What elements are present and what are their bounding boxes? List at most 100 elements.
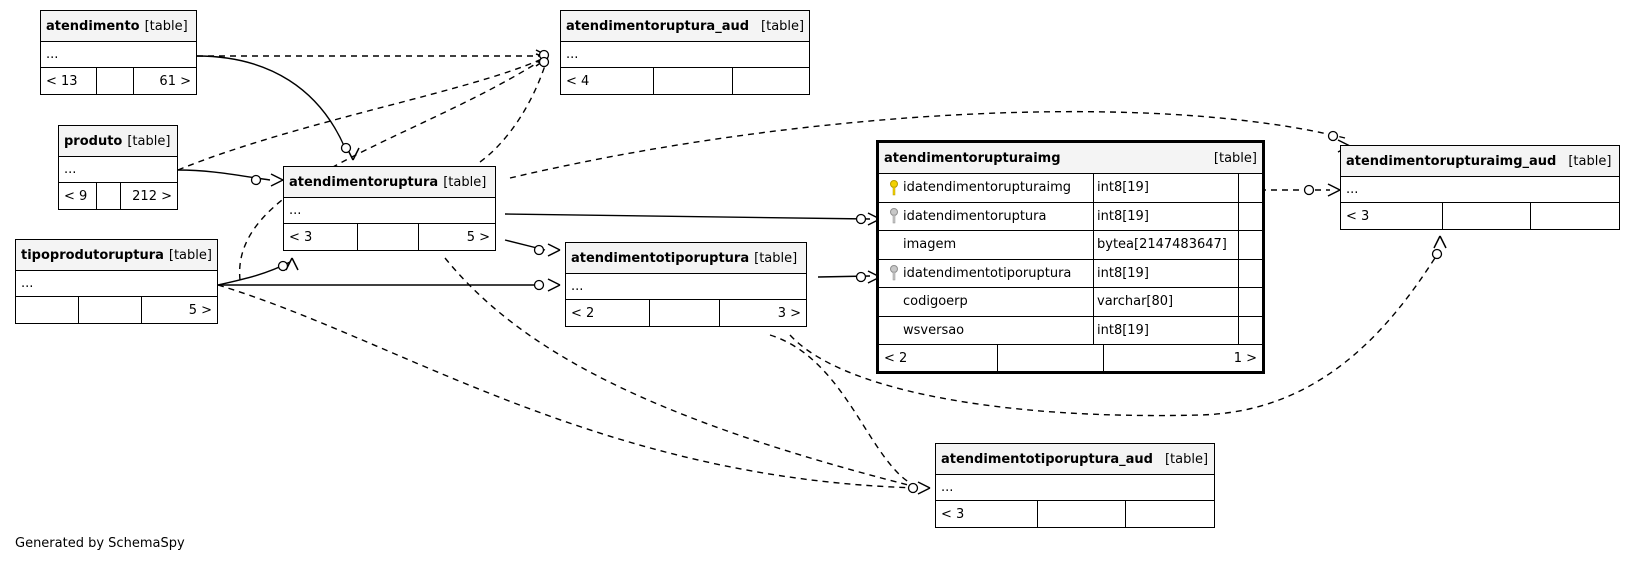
foot-cell: < 13 [41,68,97,94]
crowfoot-imgaud-bottom [1433,235,1447,249]
table-atendimento[interactable]: atendimento[table] ... < 13 61 > [40,10,197,95]
column-name: codigoerp [903,294,968,310]
column-type: varchar[80] [1094,288,1239,316]
foot-cell [79,297,142,323]
table-name: atendimentoruptura [289,174,439,190]
column-name: idatendimentorupturaimg [903,180,1071,196]
foreign-key-icon [885,265,903,281]
generated-by-credit: Generated by SchemaSpy [15,536,185,551]
table-tag: [table] [1568,153,1612,169]
table-tag: [table] [1164,451,1209,467]
table-name: atendimentorupturaimg [884,150,1061,166]
primary-key-icon [885,179,903,196]
column-name: wsversao [903,322,965,338]
foot-cell: 3 > [777,305,801,321]
optional-circle [340,142,352,154]
table-name: atendimentorupturaimg_aud [1346,153,1557,169]
column-name: idatendimentotiporuptura [903,265,1072,281]
foot-cell: < 4 [561,68,654,94]
edge-atendimento-atendimentoruptura [196,55,346,149]
foot-cell [998,345,1104,371]
foot-cell: 212 > [132,188,172,204]
table-name: tipoprodutoruptura [21,247,164,263]
table-body: ... [561,42,809,68]
column-type: int8[19] [1094,259,1239,287]
foot-cell: 5 > [466,229,490,245]
table-body: ... [1341,177,1619,203]
foot-cell [358,224,419,250]
column-name: idatendimentoruptura [903,208,1047,224]
table-tag: [table] [754,250,798,266]
foot-cell: 61 > [159,73,191,89]
table-tipoprodutoruptura[interactable]: tipoprodutoruptura[table] ... 5 > [15,239,218,324]
column-type: int8[19] [1094,202,1239,230]
foot-cell [650,300,720,326]
table-name: produto [64,133,123,149]
table-atendimentoruptura-aud[interactable]: atendimentoruptura_aud [table] ... < 4 [560,10,810,95]
optional-circle [855,213,867,225]
table-body: ... [59,157,177,183]
optional-circle [1303,184,1315,196]
edge-tiporuptura-imgaud [789,249,1441,417]
foreign-key-icon [885,208,903,224]
foot-cell: < 2 [566,300,650,326]
edge-atendimentoruptura-rupturaimg [504,213,871,220]
column-type: int8[19] [1094,316,1239,344]
optional-circle [907,482,919,494]
column-row[interactable]: idatendimentorupturaimg int8[19] [879,174,1262,203]
column-row[interactable]: imagem bytea[2147483647] [879,231,1262,260]
table-tag: [table] [144,18,188,34]
foot-cell: < 3 [284,224,358,250]
table-atendimentoruptura[interactable]: atendimentoruptura[table] ... < 3 5 > [283,166,496,251]
crowfoot-tipoaud [917,481,931,495]
crowfoot-ruptura-bottom [285,257,299,271]
foot-cell [1126,501,1214,527]
foot-cell [16,297,79,323]
column-name: imagem [903,237,957,253]
column-type: int8[19] [1094,174,1239,202]
table-name: atendimentotiporuptura [571,250,750,266]
foot-cell [1531,203,1619,229]
table-tag: [table] [761,18,805,34]
foot-cell [97,68,134,94]
table-name: atendimentoruptura_aud [566,18,750,34]
optional-circle [1431,248,1443,260]
column-row[interactable]: idatendimentotiporuptura int8[19] [879,259,1262,288]
table-tag: [table] [1213,150,1257,166]
optional-circle [277,260,289,272]
crowfoot-tiporuptura-left1 [547,243,561,257]
edge-tipoproduto-aud [239,55,549,281]
table-name: atendimento [46,18,140,34]
foot-cell [733,68,809,94]
optional-circle [533,279,545,291]
table-body: ... [936,475,1214,501]
optional-circle [250,174,262,186]
foot-cell [97,183,121,209]
table-body: ... [284,198,495,224]
crowfoot-imgaud-left [1327,183,1341,197]
table-body: ... [41,42,196,68]
foot-cell: < 3 [1341,203,1443,229]
crowfoot-tiporuptura-left2 [547,278,561,292]
column-type: bytea[2147483647] [1094,231,1239,259]
foot-cell [1443,203,1531,229]
table-atendimentotiporuptura-aud[interactable]: atendimentotiporuptura_aud[table] ... < … [935,443,1215,528]
optional-circle [533,244,545,256]
foot-cell: 5 > [188,302,212,318]
table-tag: [table] [443,174,487,190]
edge-tiporuptura-tipoaud [769,334,921,489]
column-row[interactable]: idatendimentoruptura int8[19] [879,202,1262,231]
column-row[interactable]: codigoerp varchar[80] [879,288,1262,317]
foot-cell [654,68,733,94]
optional-circle [1327,130,1339,142]
column-row[interactable]: wsversao int8[19] [879,316,1262,345]
table-body: ... [16,271,217,297]
edge-tipoproduto-tipoaud [217,284,921,489]
optional-circle [538,56,550,68]
foot-cell: < 9 [59,183,97,209]
table-atendimentorupturaimg-aud[interactable]: atendimentorupturaimg_aud [table] ... < 3 [1340,145,1620,230]
table-atendimentorupturaimg[interactable]: atendimentorupturaimg [table] idatendimen… [876,140,1265,374]
foot-cell: < 3 [936,501,1038,527]
